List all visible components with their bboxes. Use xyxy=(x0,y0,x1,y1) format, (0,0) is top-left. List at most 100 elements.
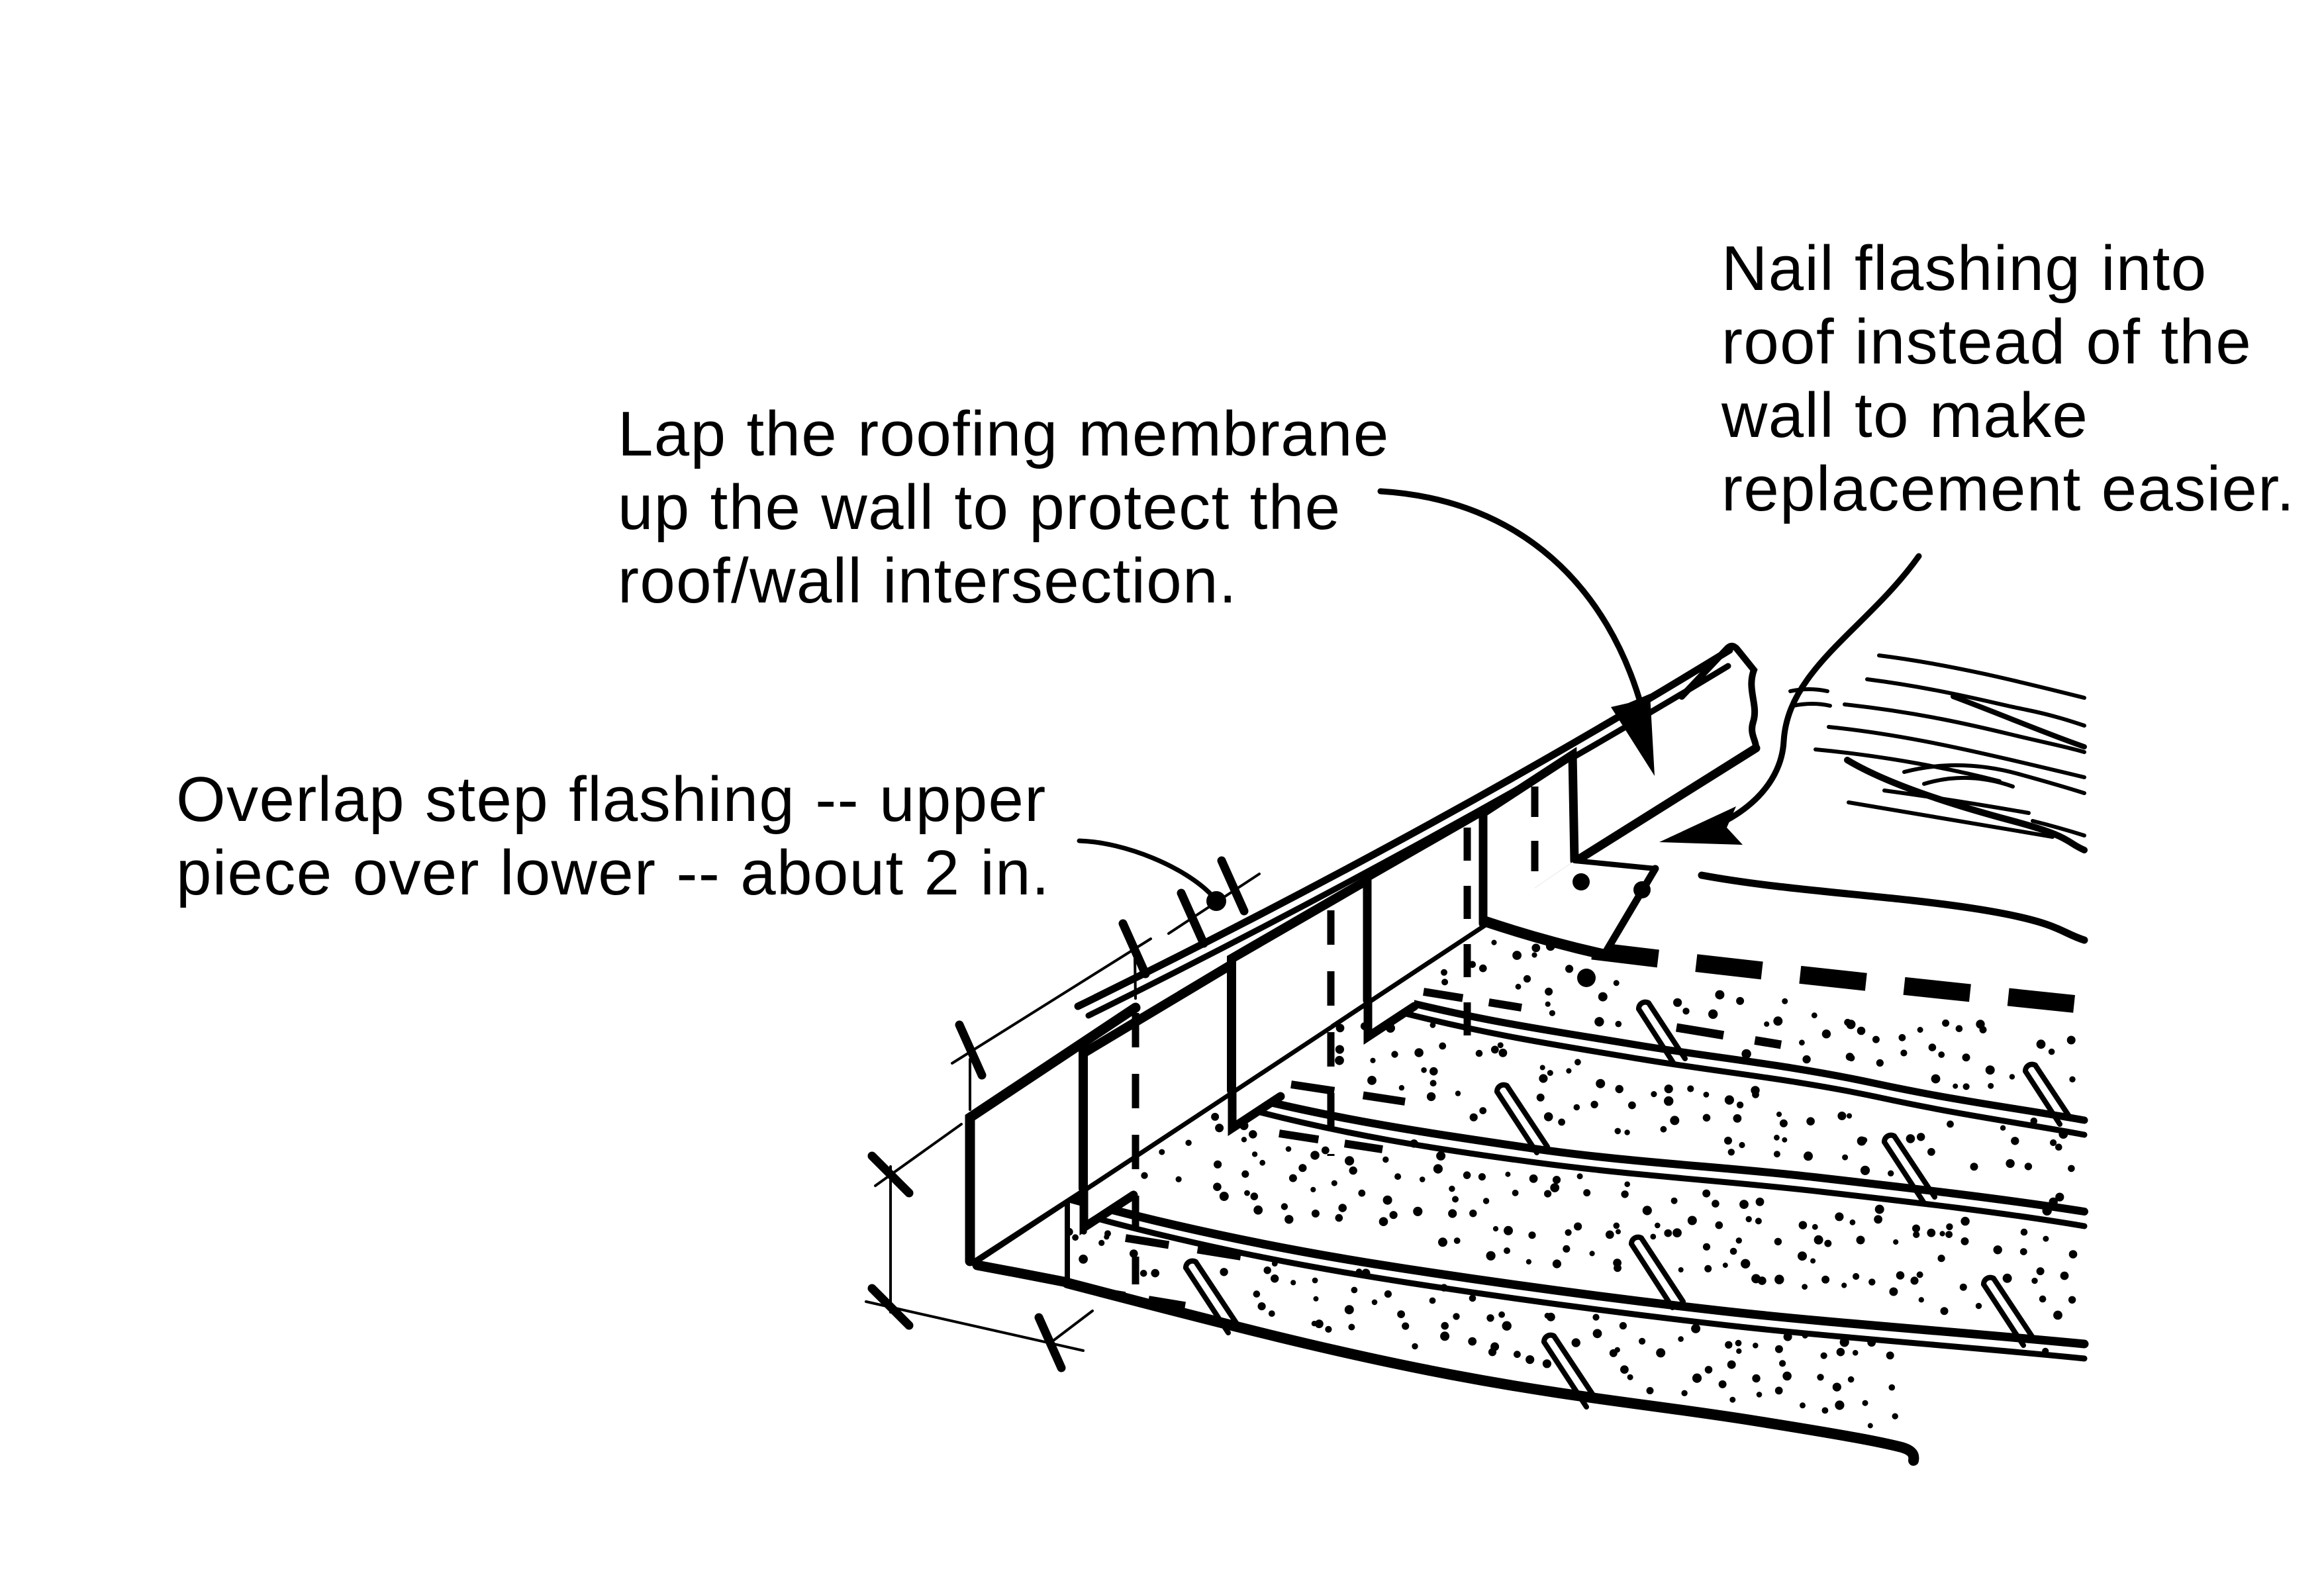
stipple-dot xyxy=(1729,1396,1736,1403)
stipple-dot xyxy=(2036,1039,2046,1049)
drawing-line xyxy=(1541,1332,1600,1410)
stipple-dot xyxy=(1947,1120,1954,1128)
stipple-dot xyxy=(1798,1221,1808,1229)
stipple-dot xyxy=(1298,1164,1307,1172)
stipple-dot xyxy=(2043,1235,2049,1242)
stipple-dot xyxy=(1331,1180,1337,1186)
drawing-line xyxy=(1062,1278,1919,1466)
stipple-dot xyxy=(1656,1348,1666,1358)
stipple-dot xyxy=(1175,1176,1182,1182)
stipple-dot xyxy=(1592,1314,1600,1321)
stipple-dot xyxy=(1151,1268,1159,1278)
drawing-line xyxy=(1922,775,2015,789)
stipple-dot xyxy=(1515,983,1522,990)
stipple-dot xyxy=(1736,1348,1742,1355)
annotation-nail-flashing: Nail flashing into roof instead of the w… xyxy=(1721,232,2295,526)
stipple-dot xyxy=(1550,1183,1560,1192)
annotation-line: Overlap step flashing -- upper xyxy=(176,764,1047,835)
stipple-dot xyxy=(1741,1049,1751,1059)
stipple-dot xyxy=(1257,1302,1266,1311)
drawing-line xyxy=(1636,999,1688,1067)
drawing-line xyxy=(1183,1258,1241,1335)
stipple-dot xyxy=(1715,1221,1723,1229)
drawing-line xyxy=(1675,1023,1782,1049)
stipple-dot xyxy=(1565,965,1574,973)
stipple-dot xyxy=(1860,1165,1870,1175)
flashing-hidden-edges xyxy=(1132,787,1539,1284)
membrane-bottom-edge xyxy=(1572,743,1761,865)
stipple-dot xyxy=(1614,1127,1622,1135)
stipple-dot xyxy=(1525,1355,1535,1364)
stipple-dot xyxy=(1469,1113,1478,1122)
stipple-dot xyxy=(1492,1225,1499,1232)
stipple-dot xyxy=(1642,1206,1652,1216)
stipple-dot xyxy=(1639,1337,1646,1345)
stipple-dot xyxy=(1724,1136,1732,1145)
annotation-line: Lap the roofing membrane xyxy=(618,399,1390,469)
stipple-dot xyxy=(1735,1237,1742,1244)
stipple-dot xyxy=(1802,1055,1811,1064)
stipple-dot xyxy=(1664,1084,1673,1094)
stipple-dot xyxy=(1736,1101,1744,1109)
stipple-dot xyxy=(1942,1019,1950,1027)
stipple-dot xyxy=(1429,1067,1438,1076)
drawing-line xyxy=(1088,1286,1200,1312)
stipple-dot xyxy=(1348,1323,1355,1331)
stipple-dot xyxy=(1426,1092,1436,1102)
stipple-dot xyxy=(1263,1267,1271,1274)
stipple-dot xyxy=(2068,1296,2076,1304)
stipple-dot xyxy=(1281,1203,1288,1210)
stipple-dot xyxy=(1702,1114,1711,1122)
stipple-dot xyxy=(2009,1074,2015,1080)
stipple-dot xyxy=(1542,1359,1551,1368)
stipple-dot xyxy=(1624,1181,1630,1187)
stipple-dot xyxy=(1429,1022,1436,1028)
stipple-dot xyxy=(1441,1321,1449,1330)
stipple-dot xyxy=(1729,1247,1737,1255)
stipple-dot xyxy=(1512,951,1522,960)
stipple-dot xyxy=(1900,1049,1908,1057)
stipple-dot xyxy=(1660,1125,1667,1133)
stipple-dot xyxy=(1563,1245,1571,1253)
drawing-line xyxy=(1228,1088,1285,1137)
stipple-dot xyxy=(1773,1016,1783,1026)
stipple-dot xyxy=(1613,1222,1620,1229)
nail-dot-leg-2 xyxy=(1633,881,1651,898)
drawing-line xyxy=(965,1002,1141,1267)
stipple-dot xyxy=(1455,1090,1461,1096)
stipple-dot xyxy=(1491,939,1497,945)
leaders xyxy=(1077,488,1922,911)
stipple-dot xyxy=(1970,1163,1978,1171)
stipple-dot xyxy=(1590,1100,1598,1109)
stipple-dot xyxy=(1344,1305,1354,1315)
stipple-dot xyxy=(1574,1059,1581,1066)
stipple-dot xyxy=(1886,1351,1894,1360)
stipple-dot xyxy=(1962,1083,1970,1090)
stipple-dot xyxy=(1681,1390,1688,1396)
stipple-dot xyxy=(1498,1311,1506,1318)
stipple-dot xyxy=(1847,1376,1855,1383)
drawing-line xyxy=(1865,677,2086,728)
stipple-dot xyxy=(2053,1310,2062,1320)
stipple-dot xyxy=(1782,1137,1788,1143)
stipple-dot xyxy=(1497,1042,1504,1049)
stipple-dot xyxy=(1682,1008,1690,1015)
stipple-dot xyxy=(1988,1082,1994,1089)
stipple-dot xyxy=(2039,1295,2047,1303)
stipple-dot xyxy=(1290,1280,1296,1286)
stipple-dot xyxy=(1670,1197,1678,1204)
stipple-dot xyxy=(1820,1352,1827,1359)
stipple-dot xyxy=(1774,1386,1783,1395)
stipple-dot xyxy=(2006,1159,2015,1169)
stipple-dot xyxy=(1429,1297,1436,1304)
stipple-dot xyxy=(2060,1271,2069,1280)
stipple-dot xyxy=(1857,1136,1866,1146)
stipple-dot xyxy=(1910,1276,1919,1285)
stipple-dot xyxy=(1912,1224,1920,1233)
stipple-dot xyxy=(1664,1229,1672,1237)
stipple-dot xyxy=(1504,1225,1513,1235)
drawing-line xyxy=(1390,1007,2088,1138)
stipple-dot xyxy=(1539,1074,1548,1083)
stipple-dot xyxy=(1574,1222,1582,1231)
